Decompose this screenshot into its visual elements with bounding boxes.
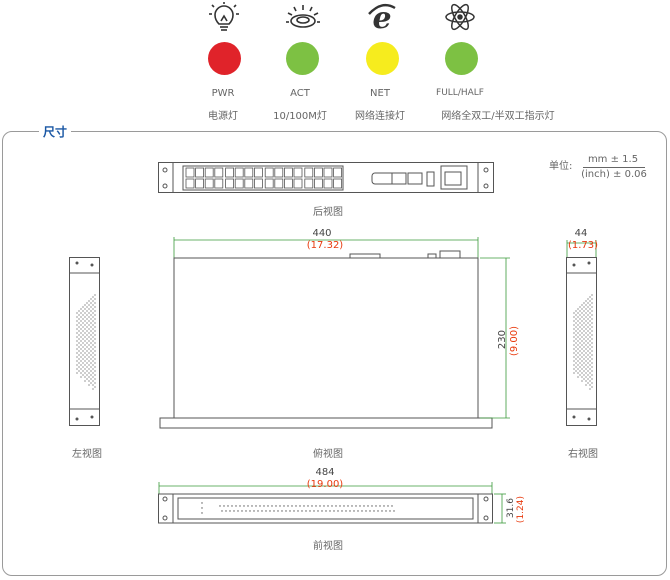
top-depth-mm: 230: [497, 330, 508, 350]
front-height-mm: 31.6: [506, 498, 516, 519]
lightbulb-icon: [207, 2, 241, 38]
right-width-in: (1.73): [567, 240, 599, 251]
front-view-caption: 前视图: [313, 541, 343, 552]
svg-text:e: e: [372, 1, 391, 36]
top-view: [158, 234, 510, 438]
top-width-mm: 440: [312, 228, 332, 239]
section-title: 尺寸: [39, 123, 72, 140]
front-width-mm: 484: [315, 467, 335, 478]
unit-label: 单位:: [549, 161, 573, 172]
full-half-led: [445, 42, 478, 75]
atom-icon: [443, 0, 477, 38]
front-view: [158, 472, 518, 536]
rear-view-caption: 后视图: [313, 207, 343, 218]
right-view: [566, 240, 600, 433]
left-view-caption: 左视图: [72, 449, 102, 460]
top-width-in: (17.32): [306, 240, 344, 251]
rear-view: [158, 162, 498, 200]
pwr-desc: 电源灯: [208, 111, 238, 122]
net-led: [366, 42, 399, 75]
network-e-icon: e: [367, 1, 397, 38]
indicator-net: e: [363, 0, 403, 120]
right-width-mm: 44: [574, 228, 588, 239]
pwr-label: PWR: [211, 88, 235, 99]
left-view: [69, 257, 103, 433]
indicator-full-half: [442, 0, 482, 120]
act-label: ACT: [290, 88, 310, 99]
full-half-desc: 网络全双工/半双工指示灯: [441, 111, 555, 122]
pwr-led: [208, 42, 241, 75]
indicator-pwr: [205, 0, 245, 120]
top-view-caption: 俯视图: [313, 449, 343, 460]
net-label: NET: [370, 88, 390, 99]
front-width-in: (19.00): [306, 479, 344, 490]
dimensions-panel: [2, 131, 667, 576]
unit-numerator: mm ± 1.5: [587, 154, 639, 165]
indicator-act: [283, 0, 323, 120]
top-depth-in: (9.00): [509, 326, 520, 357]
front-height-in: (1.24): [516, 496, 526, 524]
full-half-label: FULL/HALF: [436, 88, 484, 98]
right-view-caption: 右视图: [568, 449, 598, 460]
activity-icon: [283, 2, 323, 38]
unit-denominator: (inch) ± 0.06: [581, 169, 647, 180]
act-led: [286, 42, 319, 75]
act-desc: 10/100M灯: [273, 111, 327, 122]
unit-fraction-line: [583, 167, 645, 168]
net-desc: 网络连接灯: [355, 111, 405, 122]
